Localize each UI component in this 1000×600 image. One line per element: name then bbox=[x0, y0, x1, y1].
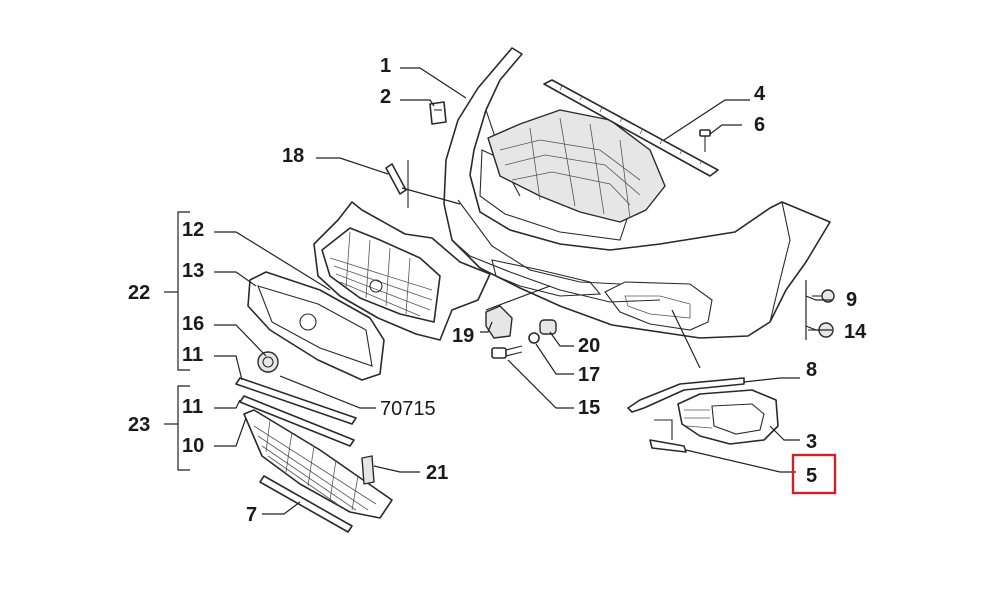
label-1: 1 bbox=[380, 55, 391, 77]
group-bracket-22 bbox=[164, 211, 190, 371]
label-6: 6 bbox=[754, 114, 765, 136]
label-17: 17 bbox=[578, 364, 600, 386]
screw-part-15 bbox=[491, 345, 523, 359]
label-7: 7 bbox=[246, 504, 257, 526]
bottom-trim-part-7 bbox=[259, 475, 353, 533]
clip-part-2 bbox=[429, 101, 447, 125]
strip-part-11-lower bbox=[239, 395, 355, 447]
label-13: 13 bbox=[182, 260, 204, 282]
bumper-reinforcement bbox=[487, 109, 666, 223]
label-18: 18 bbox=[282, 145, 304, 167]
small-trim-part-5 bbox=[649, 419, 687, 453]
bracket-part-19 bbox=[485, 305, 513, 339]
group-bracket-23 bbox=[164, 385, 190, 471]
upper-strip-part bbox=[543, 79, 719, 177]
label-12: 12 bbox=[182, 219, 204, 241]
bush-part-20 bbox=[539, 319, 557, 335]
label-2: 2 bbox=[380, 86, 391, 108]
label-22: 22 bbox=[128, 282, 150, 304]
trim-strip-part-8 bbox=[627, 377, 745, 413]
strip-part-11-upper bbox=[235, 377, 357, 425]
label-11-upper: 11 bbox=[182, 344, 203, 366]
label-20: 20 bbox=[578, 335, 600, 357]
label-9: 9 bbox=[846, 289, 857, 311]
label-14: 14 bbox=[844, 321, 867, 343]
bracket-part-18 bbox=[385, 160, 409, 208]
clip-part-21 bbox=[361, 455, 375, 485]
rivet-part-9 bbox=[812, 289, 835, 303]
washer-part-17 bbox=[528, 332, 540, 344]
fog-lamp-bezel-part-3 bbox=[677, 389, 779, 445]
label-3: 3 bbox=[806, 431, 817, 453]
label-11-lower: 11 bbox=[182, 396, 203, 418]
label-19: 19 bbox=[452, 325, 474, 347]
label-16: 16 bbox=[182, 313, 204, 335]
part-labels: 1 2 4 6 18 12 13 22 16 11 11 23 10 7 707… bbox=[128, 55, 867, 526]
leader-lines bbox=[214, 67, 832, 515]
label-code-70715: 70715 bbox=[380, 398, 436, 420]
bolt-part-6 bbox=[699, 129, 711, 152]
label-5: 5 bbox=[806, 465, 817, 487]
label-21: 21 bbox=[426, 462, 448, 484]
label-23: 23 bbox=[128, 414, 150, 436]
badge-part-16 bbox=[257, 351, 279, 373]
lower-grille-part-10 bbox=[243, 409, 393, 519]
label-4: 4 bbox=[754, 83, 766, 105]
grille-frame-part-12 bbox=[313, 201, 491, 341]
grille-surround-part-13 bbox=[247, 271, 385, 381]
highlight-box bbox=[791, 453, 837, 495]
label-10: 10 bbox=[182, 435, 204, 457]
label-8: 8 bbox=[806, 359, 817, 381]
label-15: 15 bbox=[578, 397, 600, 419]
